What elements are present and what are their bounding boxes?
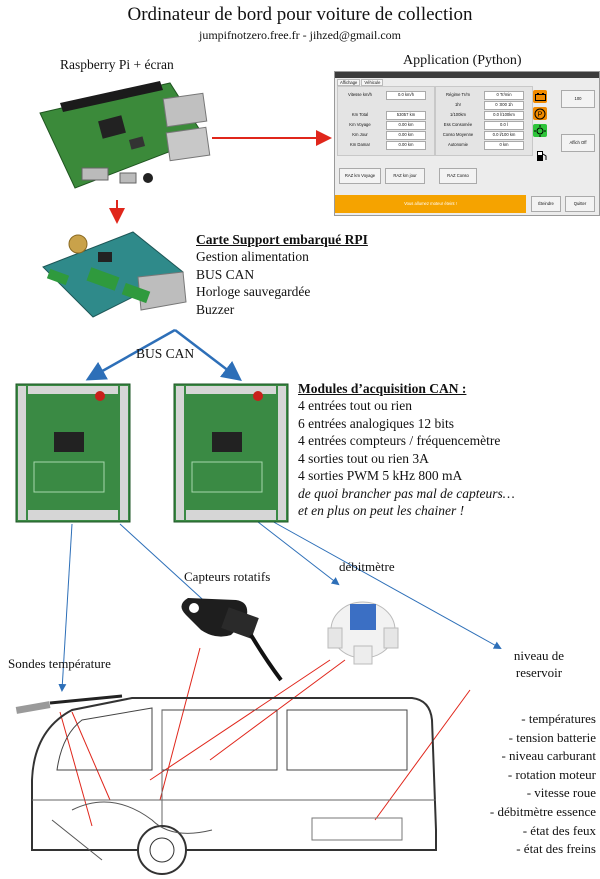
eteindre-button[interactable]: Éteindre bbox=[531, 196, 561, 212]
raspberry-label: Raspberry Pi + écran bbox=[60, 57, 174, 72]
row-label: Km Jour bbox=[352, 132, 368, 137]
module-line: 4 entrées compteurs / fréquencemètre bbox=[298, 433, 501, 448]
feature-item: - état des freins bbox=[516, 841, 596, 857]
carte-support-board bbox=[42, 231, 187, 318]
raz-km-voyage-button[interactable]: RAZ km Voyage bbox=[339, 168, 381, 184]
battery-icon bbox=[533, 90, 547, 103]
row-value: 0.00 km bbox=[386, 131, 426, 140]
red-line-6 bbox=[374, 689, 471, 821]
row-value: 0.00 km bbox=[386, 121, 426, 130]
flow-meter bbox=[327, 601, 399, 665]
feature-item: - tension batterie bbox=[508, 729, 596, 745]
niveau-label-line2: reservoir bbox=[515, 665, 563, 680]
row-label: 1/100km bbox=[449, 112, 467, 117]
module-line: 6 entrées analogiques 12 bits bbox=[298, 415, 454, 431]
row-label: Km Voyage bbox=[349, 122, 371, 127]
bus-can-label: BUS CAN bbox=[136, 346, 195, 361]
feature-item: - niveau carburant bbox=[501, 748, 596, 764]
page-title: Ordinateur de bord pour voiture de colle… bbox=[127, 4, 473, 25]
row-value: 0.0 l/100km bbox=[484, 111, 524, 120]
red-line-4 bbox=[159, 647, 201, 801]
left-panel: Vitesse km/h 0.0 km/h Km Total 53057 km Km… bbox=[337, 86, 435, 156]
affich-off-button[interactable]: Affich Off bbox=[561, 134, 595, 152]
can-module-1 bbox=[15, 383, 131, 523]
row-value: 0 km bbox=[484, 141, 524, 150]
row-label: 1hr bbox=[454, 102, 462, 107]
module-line: 4 sorties PWM 5 kHz 800 mA bbox=[298, 468, 463, 483]
row-value: 53057 km bbox=[386, 111, 426, 120]
application-label: Application (Python) bbox=[403, 53, 522, 68]
raz-conso-button[interactable]: RAZ Conso bbox=[439, 168, 477, 184]
module-line: 4 entrées tout ou rien bbox=[298, 398, 412, 413]
row-value: 0.00 km bbox=[386, 141, 426, 150]
row-label: Km Total bbox=[351, 112, 369, 117]
row-label: Conso Moyenne bbox=[442, 132, 474, 137]
100-button[interactable]: 100 bbox=[561, 90, 595, 108]
fuel-pump-icon bbox=[534, 149, 548, 162]
line-to-niveau bbox=[269, 519, 502, 649]
feature-item: - températures bbox=[521, 711, 596, 726]
row-value: 0 :000 1h bbox=[484, 101, 524, 110]
module-line: 4 sorties tout ou rien 3A bbox=[298, 450, 429, 466]
feature-list: - températures - tension batterie - nive… bbox=[440, 710, 596, 859]
niveau-label-line1: niveau de bbox=[513, 648, 565, 663]
row-value: 0.0 l bbox=[484, 121, 524, 130]
window-titlebar bbox=[335, 72, 599, 78]
arrow-bus-right bbox=[174, 329, 242, 382]
carte-line: BUS CAN bbox=[196, 266, 255, 282]
row-label: Km Damar bbox=[349, 142, 370, 147]
right-panel: Régime Tr/m 0 Tr/min 1hr 0 :000 1h 1/100km… bbox=[435, 86, 533, 156]
row-label: Régime Tr/m bbox=[446, 92, 470, 97]
modules-text: Modules d’acquisition CAN : 4 entrées to… bbox=[298, 381, 515, 520]
headlight-icon bbox=[533, 124, 547, 137]
arrow-bus-left bbox=[85, 328, 176, 381]
row-label: Autonomie bbox=[447, 142, 469, 147]
carte-line: Buzzer bbox=[196, 301, 235, 317]
tab-affichage[interactable]: Affichage bbox=[337, 79, 361, 86]
raspberry-pi-board bbox=[39, 81, 211, 189]
quitter-button[interactable]: Quitter bbox=[565, 196, 595, 212]
row-value: 0.0 l/100 km bbox=[484, 131, 524, 140]
svg-text:P: P bbox=[538, 111, 543, 118]
parking-brake-icon: P bbox=[533, 107, 547, 120]
red-line-2 bbox=[71, 711, 111, 801]
module-italic-line: de quoi brancher pas mal de capteurs… bbox=[298, 485, 515, 501]
raz-km-jour-button[interactable]: RAZ km jour bbox=[385, 168, 425, 184]
modules-heading: Modules d’acquisition CAN : bbox=[298, 381, 467, 396]
sondes-label: Sondes température bbox=[8, 656, 111, 671]
page-subtitle: jumpifnotzero.free.fr - jihzed@gmail.com bbox=[199, 28, 401, 42]
debitmetre-label: débitmètre bbox=[339, 559, 395, 574]
row-label: Ess Consomée bbox=[443, 122, 473, 127]
feature-item: - état des feux bbox=[522, 822, 596, 838]
row-value: 0 Tr/min bbox=[484, 91, 524, 100]
carte-support-heading: Carte Support embarqué RPI bbox=[196, 232, 368, 247]
line-to-capteurs bbox=[119, 523, 214, 610]
feature-item: - vitesse roue bbox=[526, 785, 596, 801]
rotary-sensor bbox=[181, 598, 283, 682]
can-module-2 bbox=[173, 383, 289, 523]
line-to-debitmetre bbox=[257, 521, 340, 586]
carte-line: Horloge sauvegardée bbox=[196, 284, 311, 299]
module-italic-line: et en plus on peut les chainer ! bbox=[298, 503, 465, 518]
red-line-3 bbox=[149, 659, 331, 781]
row-value: 0.0 km/h bbox=[386, 91, 426, 100]
feature-item: - débitmètre essence bbox=[489, 803, 596, 819]
status-banner: Vous allumez moteur éteint ! bbox=[335, 195, 526, 213]
temperature-probe bbox=[15, 694, 123, 714]
carte-support-text: Carte Support embarqué RPI Gestion alime… bbox=[196, 232, 368, 318]
tab-vehicule[interactable]: Véhicule bbox=[361, 79, 384, 86]
red-line-1 bbox=[59, 711, 93, 827]
feature-item: - rotation moteur bbox=[507, 766, 596, 782]
row-label: Vitesse km/h bbox=[348, 92, 372, 97]
van-drawing bbox=[31, 697, 437, 875]
line-to-sondes bbox=[58, 523, 73, 692]
capteurs-rotatifs-label: Capteurs rotatifs bbox=[184, 569, 271, 584]
carte-line: Gestion alimentation bbox=[196, 249, 309, 264]
